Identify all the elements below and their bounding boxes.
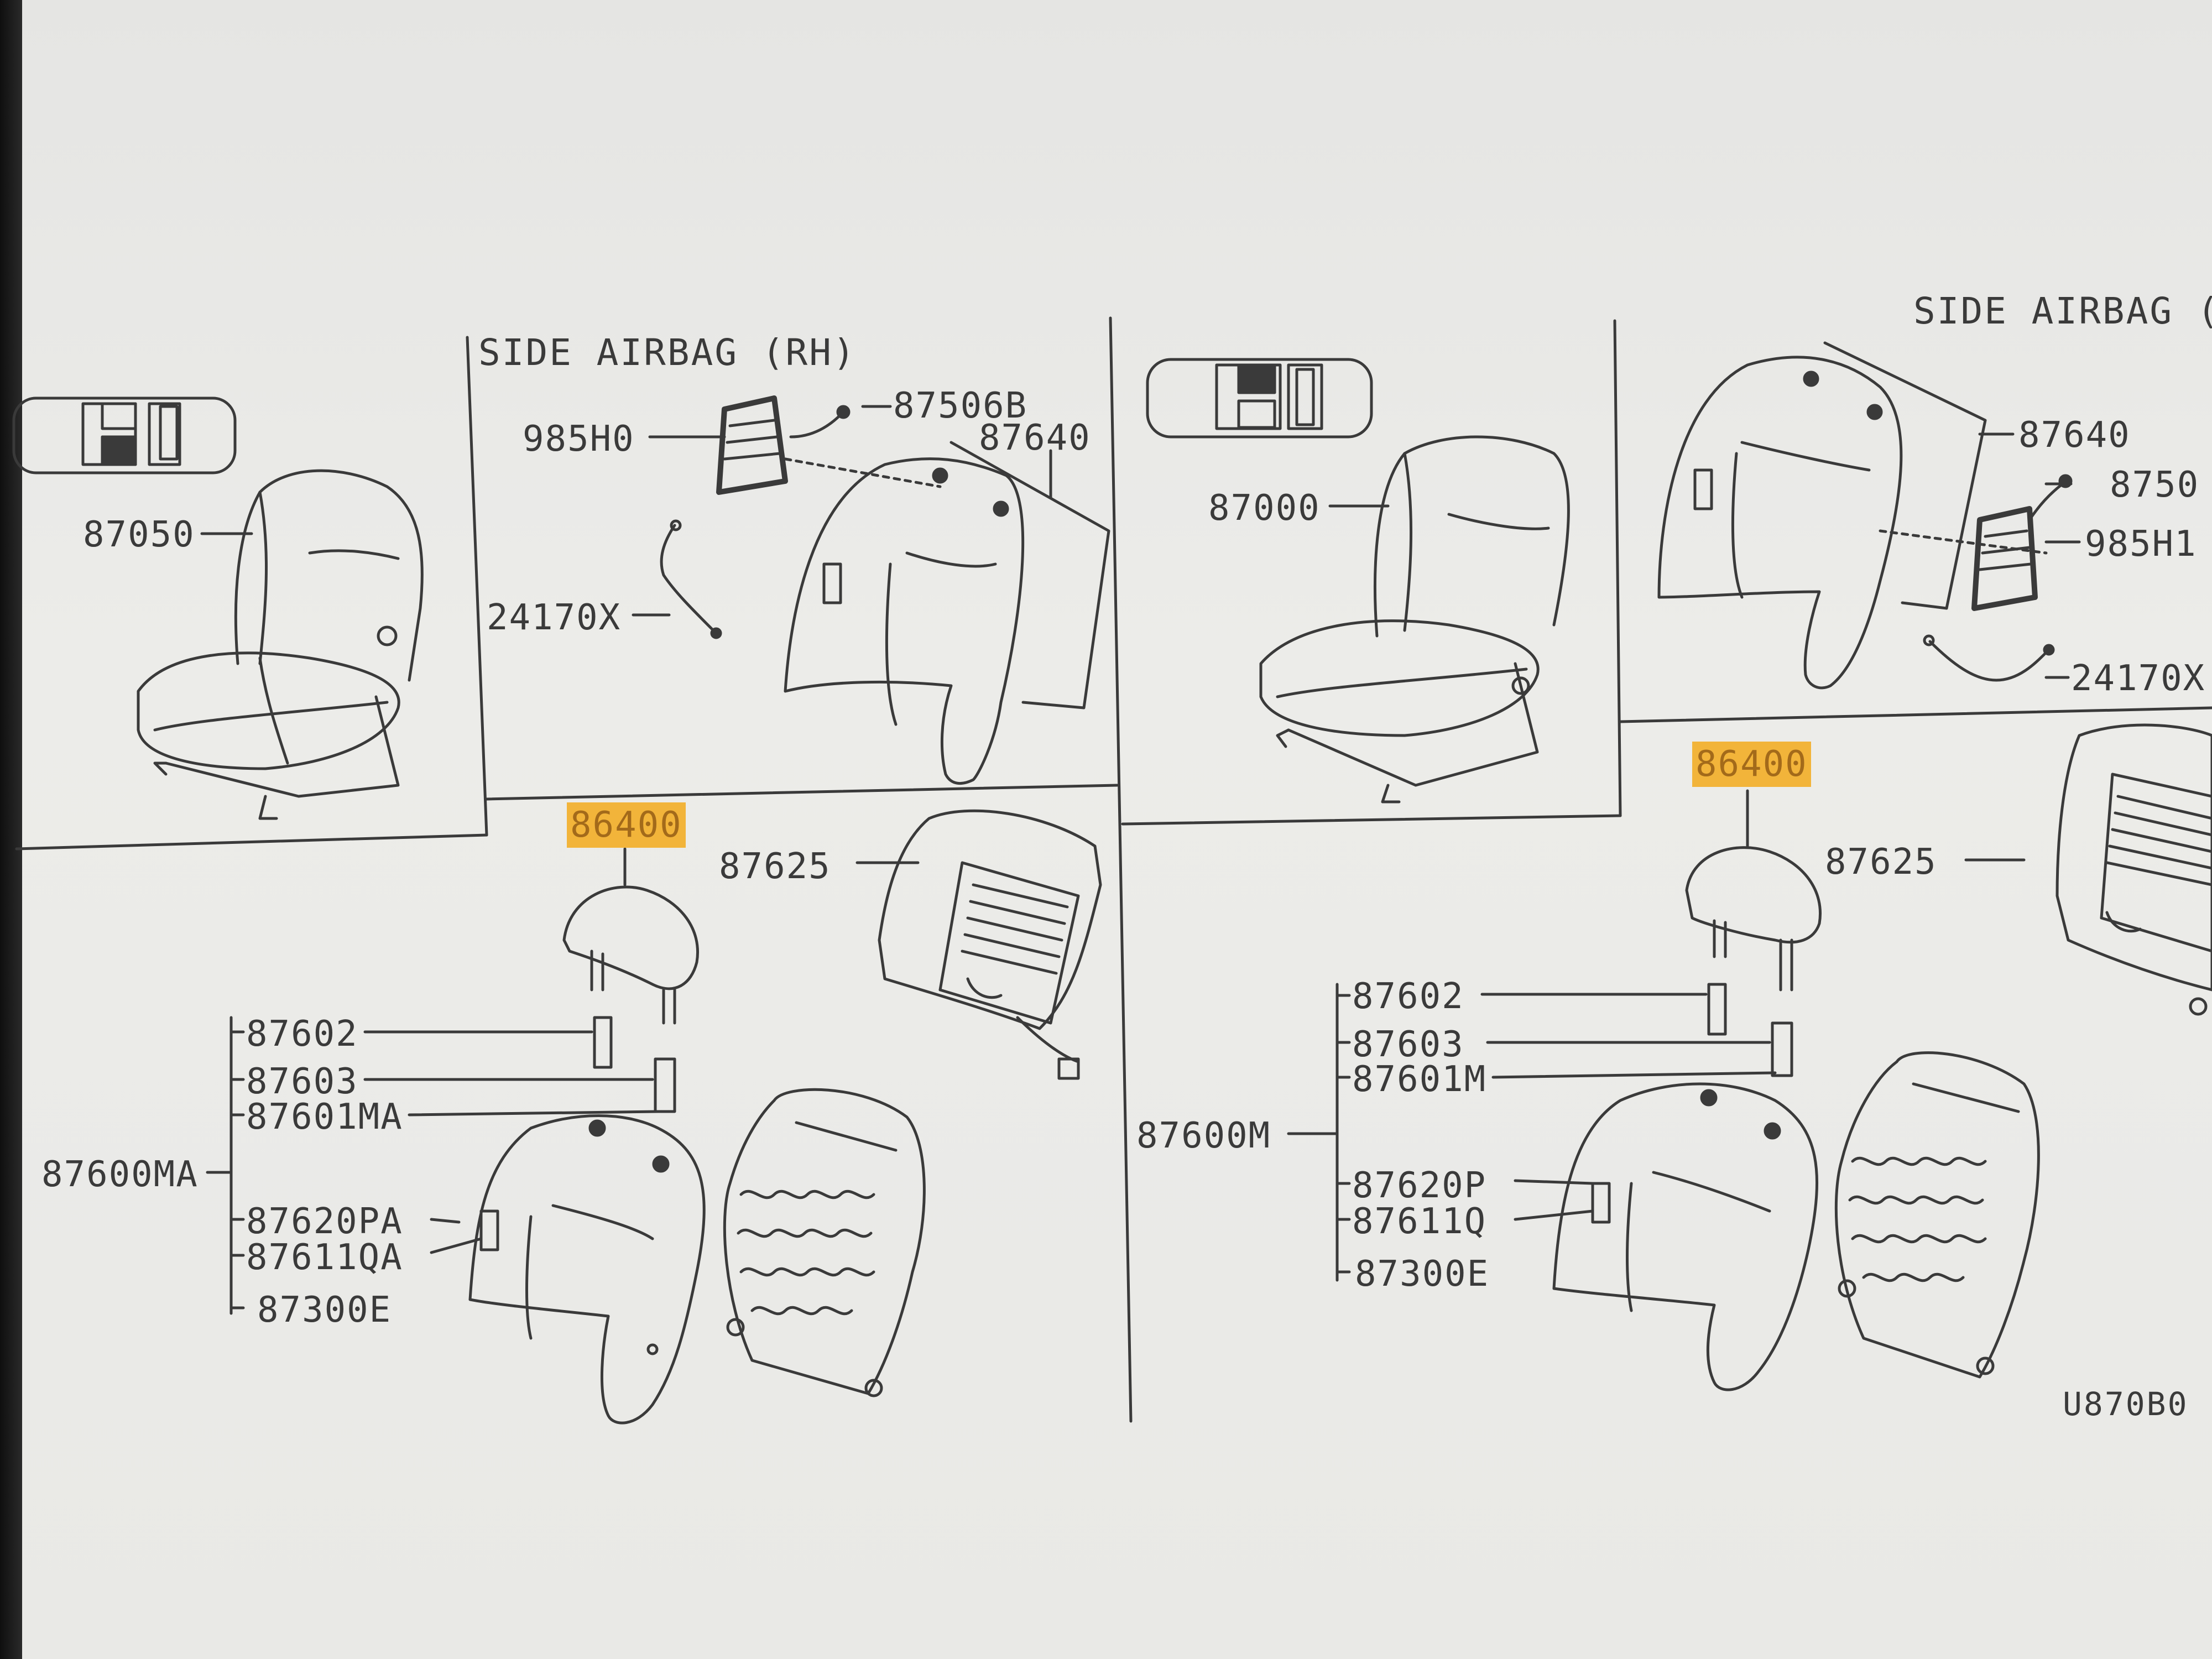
seatback-left: [468, 1114, 706, 1425]
guides-right: [1480, 983, 1793, 1079]
label-airbag-module-left[interactable]: 985H0: [523, 419, 635, 460]
seat-illustration-left: [137, 469, 424, 820]
back-board-left: [878, 809, 1102, 1080]
label-headrest-left[interactable]: 86400: [567, 802, 686, 848]
monitor-bezel: [0, 0, 22, 1659]
label-harness-left[interactable]: 24170X: [487, 597, 622, 638]
harness-right: [1923, 634, 2055, 682]
label-back-assy-left[interactable]: 87600MA: [41, 1154, 199, 1195]
left-panel-borders: [15, 316, 1133, 1423]
label-airbag-module-right[interactable]: 985H1: [2085, 524, 2197, 565]
label-trim-left[interactable]: 87601MA: [246, 1097, 403, 1138]
side-airbag-lh-title: SIDE AIRBAG (L: [1913, 290, 2212, 332]
headrest-left: [562, 847, 699, 1025]
label-frame-left[interactable]: 87300E: [257, 1290, 392, 1331]
label-seat-assy-left[interactable]: 87050: [83, 514, 195, 555]
label-guide-b-right[interactable]: 87603: [1352, 1024, 1464, 1065]
label-knob-right[interactable]: 87620P: [1352, 1165, 1487, 1206]
label-seat-assy-right[interactable]: 87000: [1208, 488, 1321, 529]
label-escutcheon-right[interactable]: 87611Q: [1352, 1201, 1487, 1242]
label-headrest-right[interactable]: 86400: [1692, 742, 1811, 787]
label-back-board-left[interactable]: 87625: [719, 846, 831, 887]
seatback-airbag-left: [784, 441, 1110, 785]
headrest-right: [1685, 789, 1822, 992]
airbag-module-right: [1971, 474, 2073, 611]
label-back-assy-right[interactable]: 87600M: [1136, 1115, 1271, 1156]
label-airbag-clip-right[interactable]: 8750: [2110, 465, 2200, 505]
bracket-right: [1287, 983, 1594, 1282]
leader-lines: [200, 405, 2081, 864]
label-trim-right[interactable]: 87601M: [1352, 1059, 1487, 1100]
label-guide-a-left[interactable]: 87602: [246, 1014, 358, 1055]
label-guide-a-right[interactable]: 87602: [1352, 976, 1464, 1017]
label-airbag-clip-left[interactable]: 87506B: [893, 385, 1028, 426]
right-panel-borders: [1121, 319, 2212, 826]
guides-left: [363, 1016, 676, 1117]
bracket-left: [206, 1016, 483, 1315]
frame-right: [1834, 1051, 2040, 1379]
side-airbag-rh-title: SIDE AIRBAG (RH): [478, 331, 857, 374]
seatback-right: [1552, 1082, 1819, 1391]
seatback-airbag-right: [1657, 341, 2048, 690]
label-guide-b-left[interactable]: 87603: [246, 1061, 358, 1102]
harness-left: [660, 519, 722, 639]
airbag-module-left: [716, 395, 851, 495]
label-escutcheon-left[interactable]: 87611QA: [246, 1237, 403, 1278]
headrest-right-highlight: 86400: [1692, 742, 1811, 787]
back-board-right: [2056, 723, 2212, 1016]
headrest-left-highlight: 86400: [567, 802, 686, 848]
vehicle-icon-left: [12, 397, 237, 474]
diagram-code: U870B0: [2063, 1385, 2189, 1423]
vehicle-icon-right: [1146, 358, 1373, 439]
label-frame-right[interactable]: 87300E: [1355, 1254, 1490, 1295]
frame-left: [723, 1088, 926, 1397]
label-back-pad-right[interactable]: 87640: [2018, 415, 2131, 456]
label-back-pad-left[interactable]: 87640: [979, 418, 1091, 458]
label-harness-right[interactable]: 24170X: [2071, 658, 2206, 699]
label-knob-left[interactable]: 87620PA: [246, 1201, 403, 1242]
label-back-board-right[interactable]: 87625: [1825, 842, 1937, 883]
seat-illustration-right: [1259, 435, 1570, 804]
